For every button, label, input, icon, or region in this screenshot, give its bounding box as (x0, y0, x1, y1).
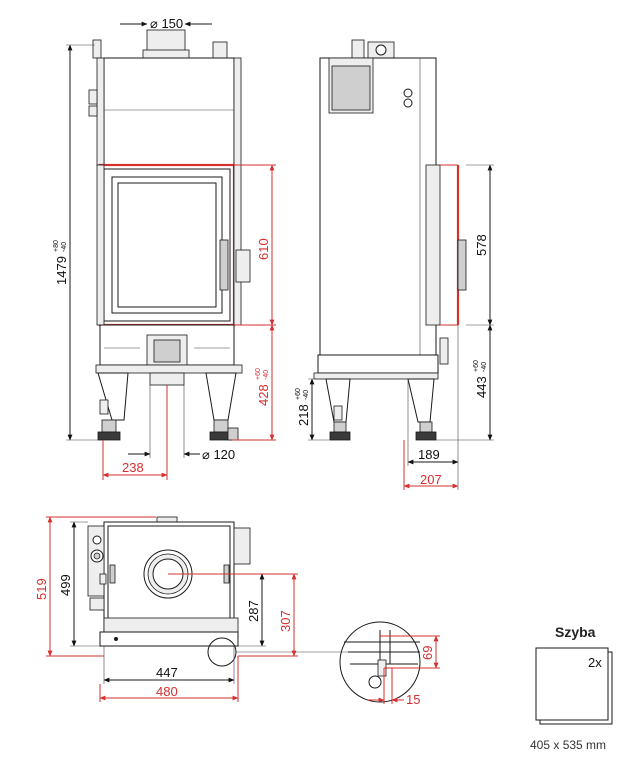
svg-text:+60: +60 (473, 360, 480, 372)
top-width-body-label: 447 (156, 665, 178, 680)
svg-text:-40: -40 (61, 242, 68, 252)
svg-text:+80: +80 (53, 240, 60, 252)
front-upper-body (103, 57, 235, 166)
detail-view: 69 15 (339, 621, 440, 707)
side-leg-height-label: 218 (296, 404, 311, 426)
svg-text:-40: -40 (303, 390, 310, 400)
glass-title: Szyba (555, 624, 596, 640)
side-depth-outer-label: 207 (420, 472, 442, 487)
side-rear-leg (407, 378, 435, 423)
glass-sheet-front (535, 647, 609, 721)
side-depth-inner-label: 189 (418, 447, 440, 462)
front-base-height-label: 428 (256, 384, 271, 406)
side-door-height-label: 578 (474, 234, 489, 256)
side-door-profile (425, 164, 441, 326)
front-door-handle (219, 239, 229, 291)
svg-text:-40: -40 (481, 362, 488, 372)
front-flue-diameter-label: ⌀ 150 (150, 16, 183, 31)
top-front-edge (103, 617, 239, 633)
detail-door-offset-label: 69 (420, 646, 435, 660)
side-knob-bottom (403, 98, 413, 108)
svg-text:+60: +60 (255, 368, 262, 380)
top-flue-offset-black-label: 287 (246, 600, 261, 622)
side-view (313, 39, 467, 441)
top-depth-body-label: 499 (58, 574, 73, 596)
front-inlet-offset-label: 238 (122, 460, 144, 475)
front-right-leg (205, 372, 237, 421)
svg-text:-40: -40 (263, 370, 270, 380)
front-view (88, 29, 251, 441)
glass-quantity-label: 2x (588, 655, 602, 670)
front-total-height-label: 1479 (54, 256, 69, 285)
top-flue-offset-red-label: 307 (278, 610, 293, 632)
side-control-box (331, 65, 371, 111)
side-dimensions: 578 443 +60 -40 218 +60 -40 189 207 (295, 164, 494, 490)
glass-panel: 2x (535, 647, 613, 725)
glass-dimensions-label: 405 x 535 mm (530, 738, 607, 752)
top-depth-total-label: 519 (34, 578, 49, 600)
top-width-total-label: 480 (156, 684, 178, 699)
top-view (87, 516, 352, 667)
side-door-handle (457, 239, 467, 291)
front-door-height-label: 610 (256, 238, 271, 260)
svg-text:+60: +60 (295, 388, 302, 400)
front-base-plate (95, 364, 243, 374)
front-air-inlet (149, 372, 185, 386)
detail-door-gap-label: 15 (406, 692, 420, 707)
side-base-height-label: 443 (474, 376, 489, 398)
front-dimensions: ⌀ 150 1479 +80 -40 610 428 +60 -40 ⌀ 120 (53, 16, 276, 480)
front-door-frame (98, 163, 236, 327)
top-dimensions: 519 499 307 287 447 480 (34, 516, 298, 702)
side-knob-top (403, 88, 413, 98)
front-inlet-diameter-label: ⌀ 120 (202, 447, 235, 462)
